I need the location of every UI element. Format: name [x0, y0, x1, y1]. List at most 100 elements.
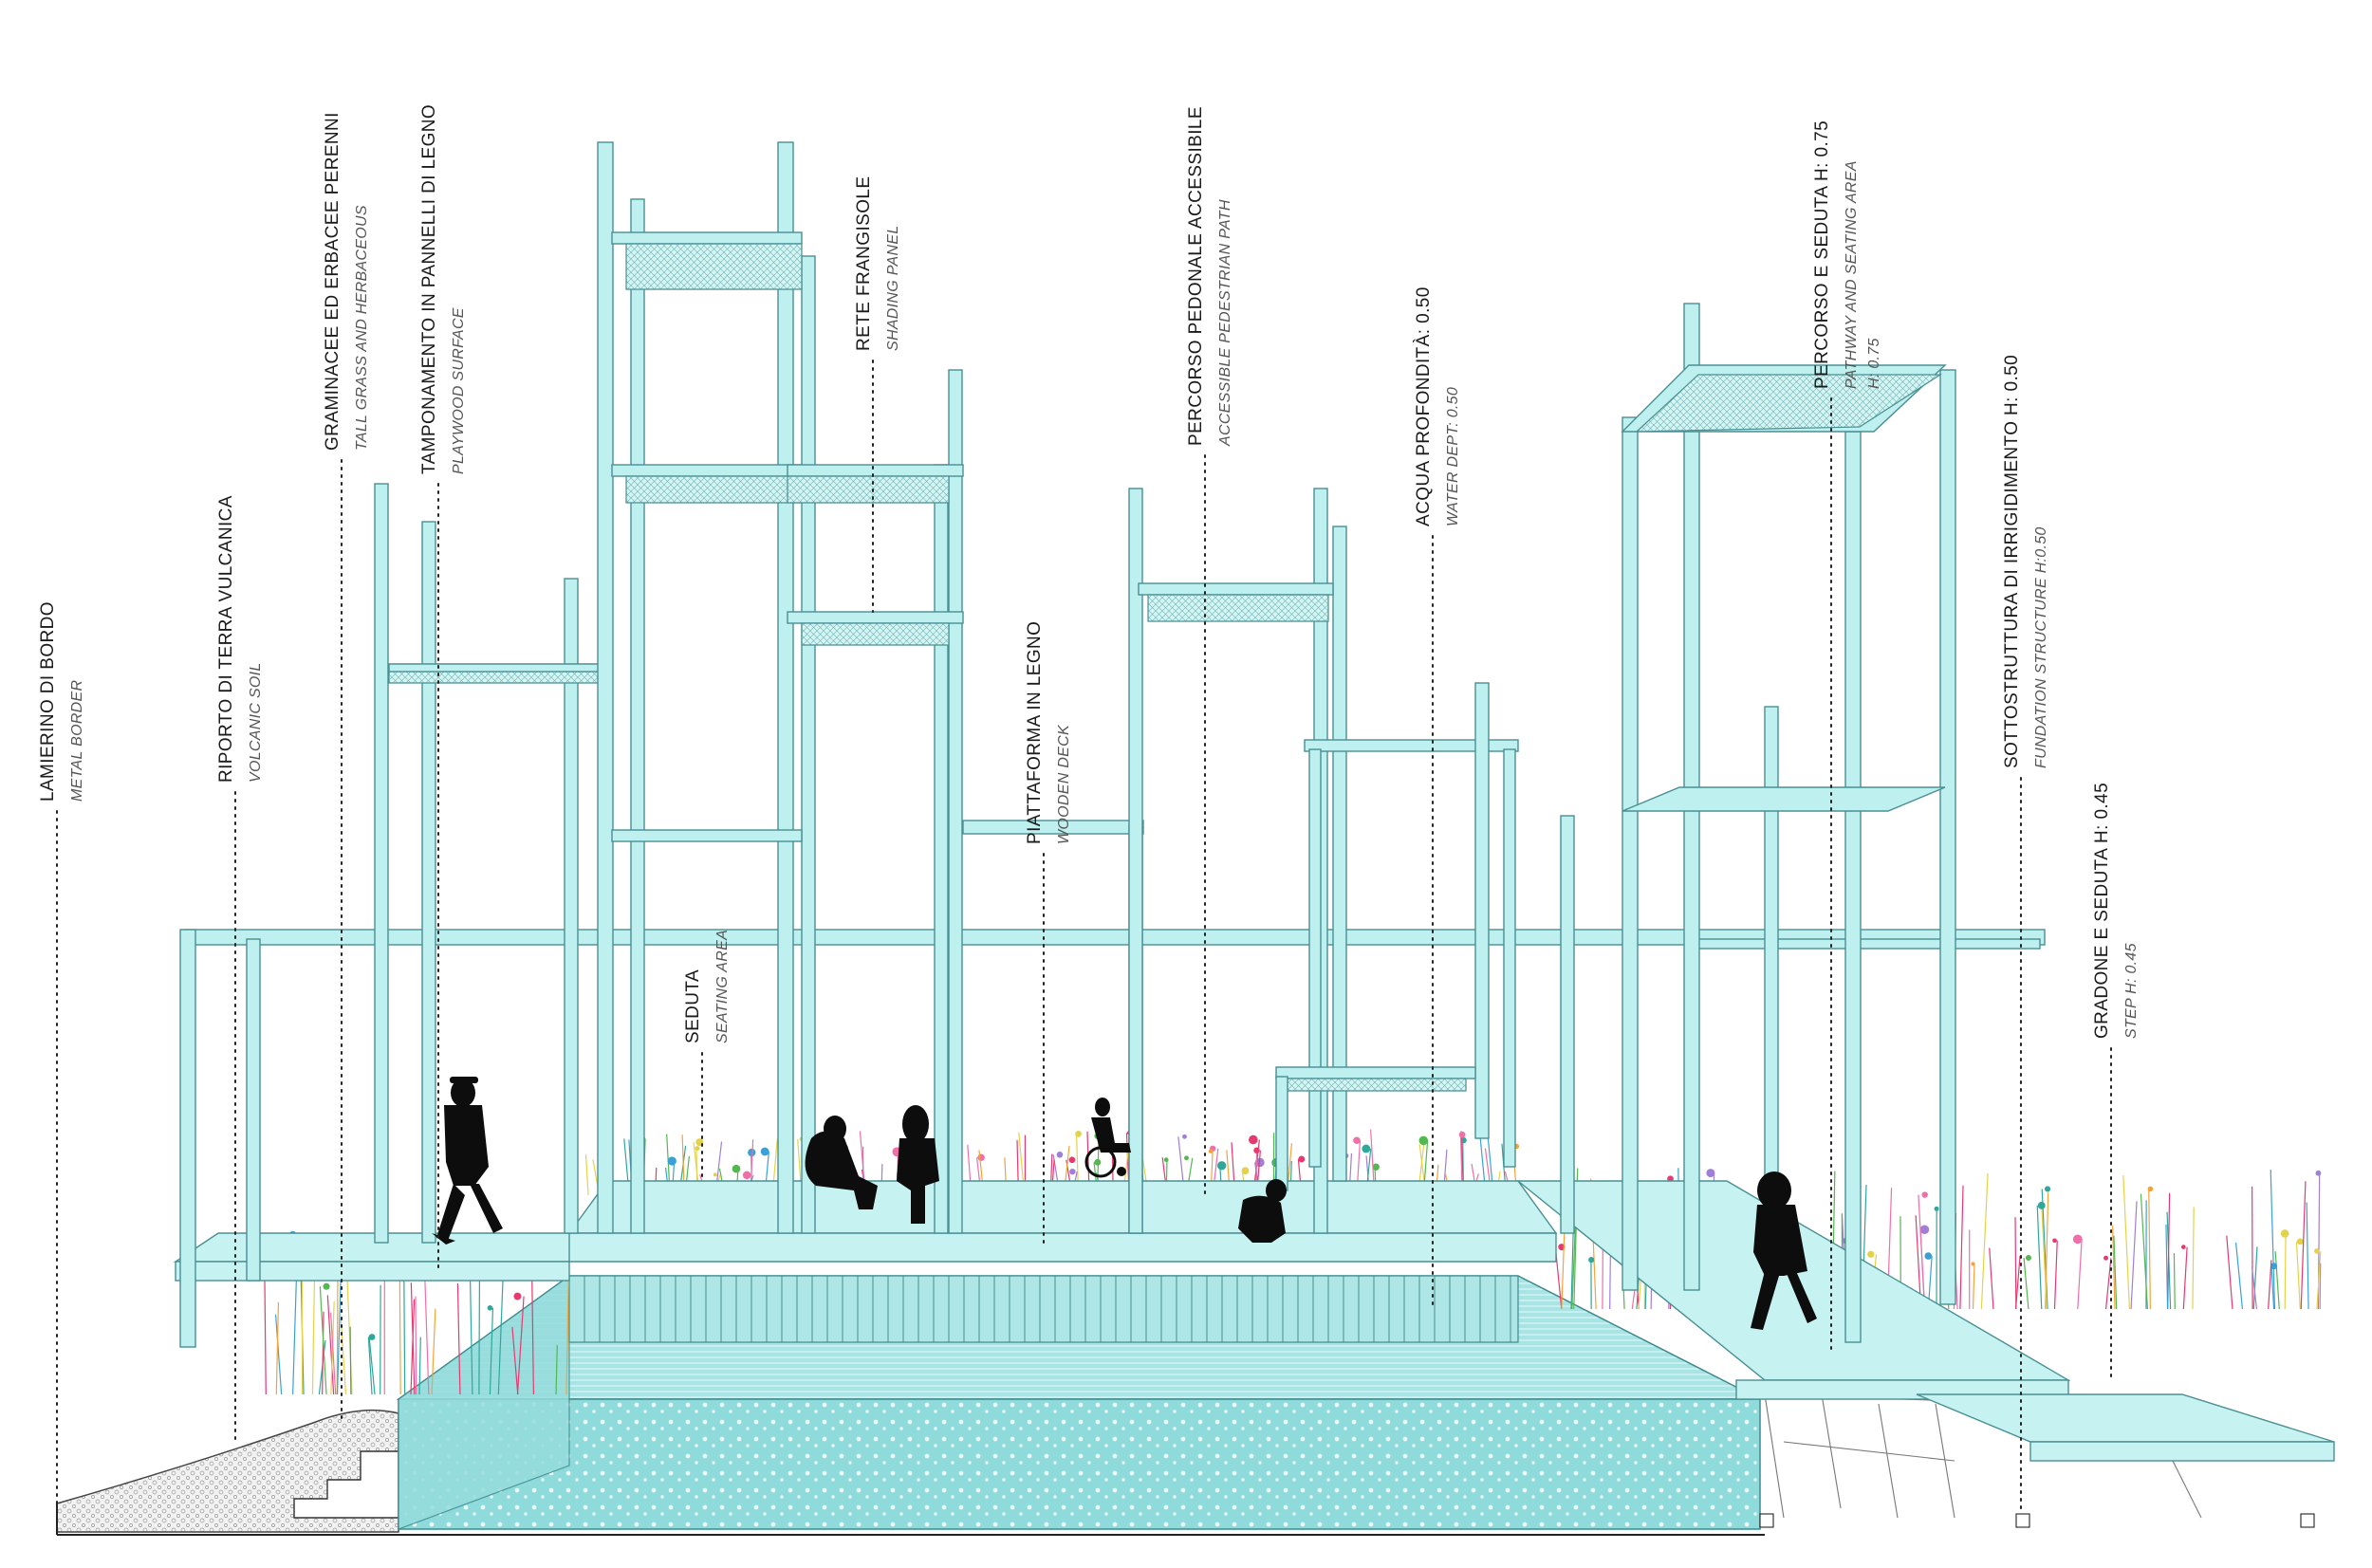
plant-stem: [2270, 1265, 2275, 1310]
plant-stem: [584, 1153, 589, 1196]
label-subtitle: METAL BORDER: [69, 679, 85, 802]
plant-stem: [1959, 1185, 1964, 1310]
label-subtitle: SHADING PANEL: [885, 225, 901, 351]
plant-flower: [487, 1305, 493, 1311]
label-title: SEDUTA: [683, 969, 703, 1043]
label-subtitle: ACCESSIBLE PEDESTRIAN PATH: [1217, 199, 1233, 447]
plant-flower: [1867, 1250, 1875, 1258]
plant-stem: [1918, 1194, 1926, 1310]
plant-stem: [2270, 1170, 2276, 1310]
plant-stem: [2226, 1235, 2233, 1310]
label-tall-grass: GRAMINACEE ED ERBACEE PERENNI TALL GRASS …: [323, 112, 370, 1424]
metal-border-edge: [56, 1503, 1765, 1536]
plant-flower: [1919, 1225, 1930, 1234]
label-title: PERCORSO E SEDUTA H: 0.75: [1812, 120, 1832, 389]
plant-flower: [1372, 1163, 1380, 1171]
plant-flower: [2314, 1248, 2320, 1254]
plant-flower: [1208, 1149, 1214, 1153]
plant-stem: [2234, 1242, 2244, 1310]
plant-flower: [1069, 1168, 1076, 1175]
plant-stem: [2077, 1239, 2083, 1310]
plant-stem: [555, 1345, 558, 1395]
plant-flower: [1056, 1152, 1064, 1158]
people-silhouettes: [432, 1077, 1817, 1330]
plant-stem: [264, 1275, 267, 1395]
plant-flower: [748, 1148, 756, 1157]
label-seating: SEDUTA SEATING AREA: [683, 930, 731, 1182]
plant-stem: [2014, 1217, 2017, 1310]
label-subtitle: VOLCANIC SOIL: [248, 662, 264, 783]
label-metal-border: LAMIERINO DI BORDO METAL BORDER: [38, 601, 85, 1509]
plant-stem: [2300, 1181, 2307, 1310]
walking-man-figure: [432, 1077, 503, 1245]
plant-stem: [530, 1264, 534, 1395]
plant-flower: [2103, 1255, 2109, 1261]
plant-flower: [2044, 1186, 2051, 1192]
plant-stem: [489, 1307, 494, 1395]
plant-stem: [274, 1314, 283, 1395]
plant-stem: [1980, 1172, 1989, 1310]
label-volcanic-soil: RIPORTO DI TERRA VULCANICA VOLCANIC SOIL: [216, 495, 264, 1443]
label-subtitle: PATHWAY AND SEATING AREA: [1844, 160, 1860, 389]
plant-stem: [2165, 1224, 2169, 1310]
label-subtitle: STEP H: 0.45: [2123, 943, 2140, 1039]
plant-stem: [415, 1296, 417, 1395]
label-title: RIPORTO DI TERRA VULCANICA: [216, 495, 236, 783]
label-title: GRAMINACEE ED ERBACEE PERENNI: [323, 112, 343, 451]
plant-flower: [1298, 1155, 1306, 1163]
plant-flower: [2025, 1254, 2032, 1262]
plant-stem: [410, 1299, 416, 1395]
label-subtitle: TALL GRASS AND HERBACEOUS: [354, 205, 370, 451]
plant-stem: [2148, 1189, 2151, 1310]
plant-flower: [1921, 1191, 1928, 1198]
plant-stem: [565, 1271, 570, 1395]
plant-flower: [1216, 1161, 1227, 1171]
plant-flower: [1458, 1131, 1466, 1138]
plant-stem: [2284, 1233, 2287, 1310]
plant-stem: [330, 1312, 337, 1395]
plant-stem: [456, 1282, 461, 1395]
plant-flower: [742, 1171, 751, 1180]
plant-flower: [1353, 1136, 1361, 1145]
plant-stem: [368, 1337, 376, 1395]
plant-stem: [469, 1273, 473, 1395]
plant-stem: [2122, 1174, 2131, 1310]
plant-flower: [713, 1172, 717, 1177]
label-title: PIATTAFORMA IN LEGNO: [1025, 621, 1045, 844]
plant-flower: [2280, 1229, 2289, 1238]
plant-flower: [1588, 1257, 1595, 1264]
plant-stem: [2140, 1193, 2149, 1310]
plant-stem: [326, 1295, 335, 1395]
label-subtitle: PLAYWOOD SURFACE: [451, 307, 467, 474]
plant-stem: [431, 1308, 436, 1395]
plant-stem: [2173, 1253, 2176, 1310]
plant-stem: [2104, 1258, 2112, 1310]
plant-stem: [2182, 1246, 2188, 1310]
label-subtitle: FUNDATION STRUCTURE H:0.50: [2033, 526, 2049, 768]
plant-flower: [2037, 1201, 2046, 1209]
plant-flower: [1971, 1262, 1975, 1266]
plant-flower: [732, 1164, 741, 1173]
plant-flower: [1418, 1135, 1429, 1146]
plant-flower: [2296, 1238, 2304, 1245]
plant-flower: [1924, 1252, 1933, 1260]
plant-stem: [322, 1311, 324, 1395]
wheelchair-user-figure: [1084, 1098, 1131, 1178]
plant-stem: [2053, 1240, 2058, 1310]
plant-stem: [2192, 1207, 2195, 1310]
plant-stem: [2041, 1206, 2048, 1310]
label-title: PERCORSO PEDONALE ACCESSIBILE: [1186, 106, 1206, 446]
label-title: LAMIERINO DI BORDO: [38, 601, 58, 802]
plant-flower: [1068, 1156, 1076, 1164]
sitting-woman-figure: [897, 1105, 939, 1224]
plant-stem: [319, 1286, 327, 1395]
plant-flower: [1182, 1134, 1187, 1139]
plant-flower: [695, 1146, 700, 1152]
plant-flower: [1241, 1167, 1250, 1175]
plant-flower: [2181, 1245, 2186, 1249]
label-pathway-seating: PERCORSO E SEDUTA H: 0.75 PATHWAY AND SEA…: [1812, 120, 1882, 1353]
plant-stem: [2113, 1235, 2118, 1310]
plant-stem: [2274, 1251, 2280, 1310]
label-subtitle: SEATING AREA: [714, 930, 731, 1043]
plant-flower: [323, 1282, 330, 1290]
